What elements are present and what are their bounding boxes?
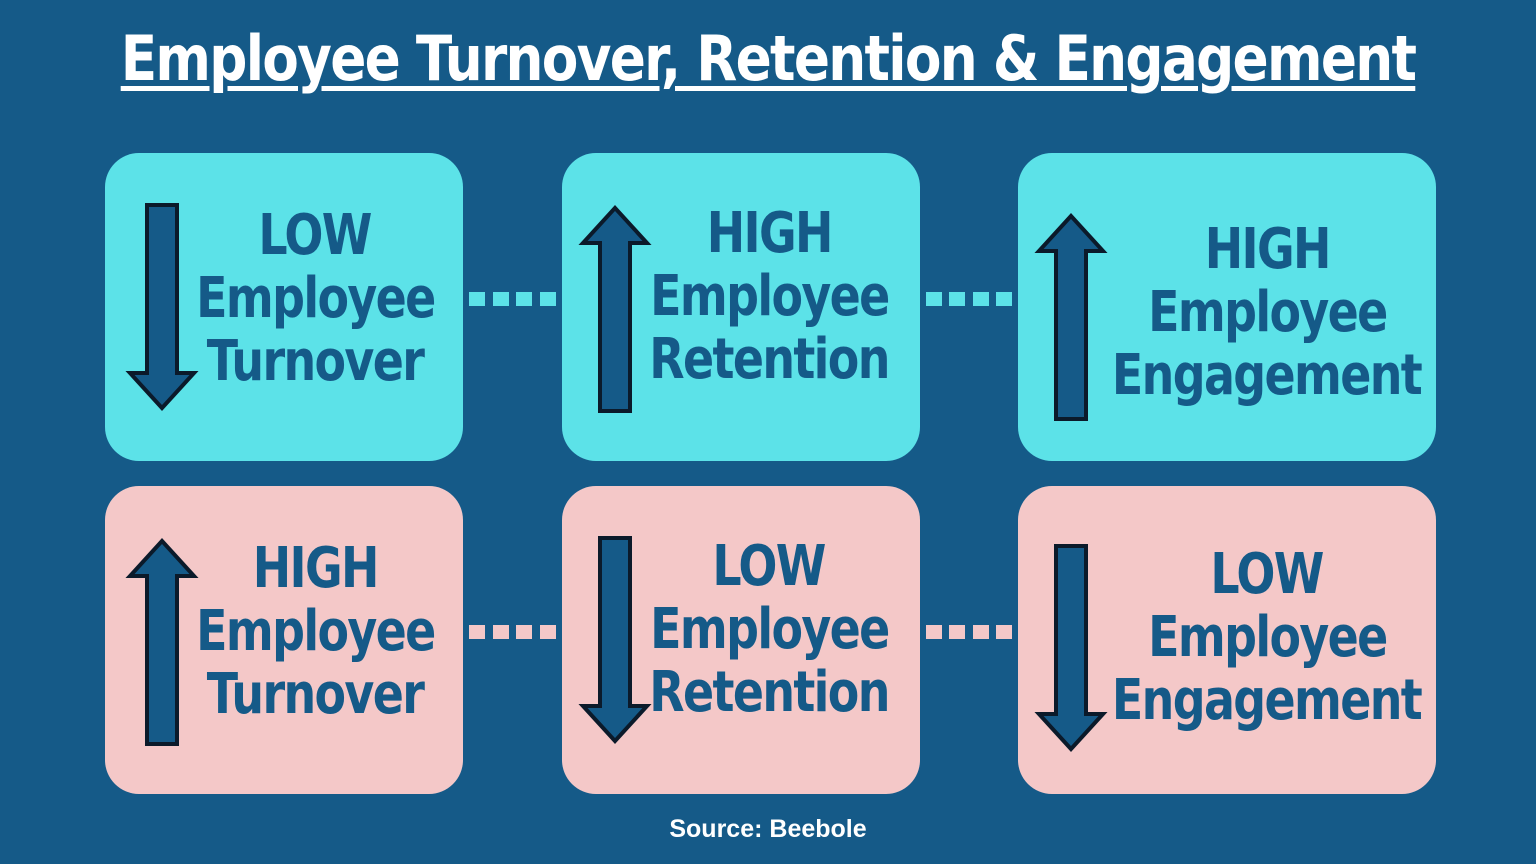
connector-dot xyxy=(926,625,942,639)
connector-dot xyxy=(516,292,533,306)
level-label: LOW xyxy=(712,533,827,599)
card-high-turnover: HIGH Employee Turnover xyxy=(105,486,463,794)
connector-dot xyxy=(492,292,509,306)
card-low-retention: LOW Employee Retention xyxy=(562,486,920,794)
down-arrow-icon xyxy=(125,203,199,411)
connector-dot xyxy=(469,625,485,639)
subject-label: Employee xyxy=(195,598,436,664)
level-label: HIGH xyxy=(252,535,379,601)
card-label: LOW Employee Turnover xyxy=(196,202,436,394)
level-label: HIGH xyxy=(706,200,833,266)
subject-label: Employee xyxy=(649,596,890,662)
subject-label: Employee xyxy=(1147,604,1388,670)
metric-label: Turnover xyxy=(206,328,425,394)
connector-dot xyxy=(469,292,485,306)
connector-dot xyxy=(539,292,556,306)
subject-label: Employee xyxy=(649,263,890,329)
connector-dot xyxy=(949,292,966,306)
card-label: HIGH Employee Engagement xyxy=(1112,216,1423,408)
connector-dot xyxy=(949,625,966,639)
card-high-engagement: HIGH Employee Engagement xyxy=(1018,153,1436,461)
connector-dots xyxy=(463,625,562,639)
metric-label: Retention xyxy=(649,659,890,725)
connector-dots xyxy=(463,292,562,306)
connector-dot xyxy=(926,292,942,306)
up-arrow-icon xyxy=(578,205,652,413)
connector-dot xyxy=(516,625,533,639)
subject-label: Employee xyxy=(195,265,436,331)
card-high-retention: HIGH Employee Retention xyxy=(562,153,920,461)
level-label: LOW xyxy=(258,202,373,268)
page-title: Employee Turnover, Retention & Engagemen… xyxy=(108,22,1429,95)
card-label: LOW Employee Engagement xyxy=(1112,541,1423,733)
connector-dot xyxy=(995,625,1012,639)
metric-label: Turnover xyxy=(206,661,425,727)
connector-dot xyxy=(995,292,1012,306)
connector-dot xyxy=(972,292,989,306)
up-arrow-icon xyxy=(125,538,199,746)
metric-label: Engagement xyxy=(1112,667,1423,733)
down-arrow-icon xyxy=(578,536,652,744)
level-label: LOW xyxy=(1210,541,1325,607)
subject-label: Employee xyxy=(1147,279,1388,345)
down-arrow-icon xyxy=(1034,544,1108,752)
card-low-turnover: LOW Employee Turnover xyxy=(105,153,463,461)
metric-label: Retention xyxy=(649,326,890,392)
title-text: Employee Turnover, Retention & Engagemen… xyxy=(120,22,1417,95)
source-credit: Source: Beebole xyxy=(669,815,867,843)
card-label: HIGH Employee Retention xyxy=(649,200,890,391)
connector-dot xyxy=(539,625,556,639)
metric-label: Engagement xyxy=(1112,342,1423,408)
connector-dot xyxy=(492,625,509,639)
connector-dot xyxy=(972,625,989,639)
connector-dots xyxy=(920,625,1018,639)
up-arrow-icon xyxy=(1034,213,1108,421)
card-low-engagement: LOW Employee Engagement xyxy=(1018,486,1436,794)
card-label: HIGH Employee Turnover xyxy=(196,535,436,727)
card-label: LOW Employee Retention xyxy=(649,533,890,724)
connector-dots xyxy=(920,292,1018,306)
level-label: HIGH xyxy=(1204,216,1331,282)
